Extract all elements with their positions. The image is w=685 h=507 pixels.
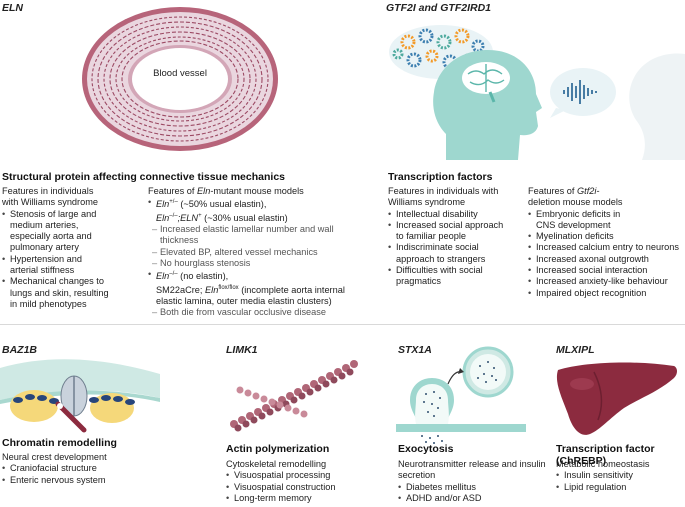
sub-item: Elevated BP, altered vessel mechanics [148,247,368,259]
limk-subtitle: Cytoskeletal remodelling [226,459,327,469]
list-item: Increased axonal outgrowth [528,254,683,266]
speech-bubble [550,68,616,116]
sound-wave-icon [563,80,597,104]
gtf-mouse-features: Features of Gtf2i-deletion mouse models … [528,186,683,299]
gtf-human-title: Features in individuals with Williams sy… [388,186,499,208]
blood-vessel-label: Blood vessel [153,68,207,79]
section-divider [0,324,685,325]
eln-mouse-features: Features of Eln-mutant mouse models Eln+… [148,186,368,319]
list-item: Myelination deficits [528,231,683,243]
list-item: Increased social approach to familiar pe… [388,220,513,243]
eln-human-features: Features in individuals with Williams sy… [2,186,112,310]
stx-subtitle: Neurotransmitter release and insulin sec… [398,459,546,481]
gtf-human-features: Features in individuals with Williams sy… [388,186,513,288]
list-item: Indiscriminate social approach to strang… [388,242,513,265]
list-item: Eln+/– (~50% usual elastin), Eln–/–;ELN+… [148,197,368,224]
list-item: Difficulties with social pragmatics [388,265,513,288]
head-illustration [386,14,685,160]
limk-heading: Actin polymerization [226,443,330,455]
list-item: Intellectual disability [388,209,513,221]
list-item: ADHD and/or ASD [398,493,548,505]
baz-features: Neural crest development Craniofacial st… [2,452,162,486]
list-item: Increased calcium entry to neurons [528,242,683,254]
eln-human-title: Features in individuals with Williams sy… [2,186,98,208]
mlx-features: Metabolic homeostasis Insulin sensitivit… [556,459,684,493]
list-item: Long-term memory [226,493,376,505]
chromatin-illustration [0,354,170,434]
list-item: Increased social interaction [528,265,683,277]
sub-item: Both die from vascular occlusive disease [148,307,368,319]
list-item: Mechanical changes to lungs and skin, re… [2,276,112,310]
list-item: Impaired object recognition [528,288,683,300]
stx1a-gene-label: STX1A [398,344,432,356]
list-item: Craniofacial structure [2,463,162,475]
list-item: Increased anxiety-like behaviour [528,276,683,288]
list-item: Lipid regulation [556,482,684,494]
blood-vessel-illustration [80,4,280,154]
sub-item: Increased elastic lamellar number and wa… [148,224,368,247]
list-item: Enteric nervous system [2,475,162,487]
stx-features: Neurotransmitter release and insulin sec… [398,459,548,504]
list-item: Embryonic deficits in CNS development [528,209,631,232]
head-silhouette [433,50,542,160]
list-item: Hypertension and arterial stiffness [2,254,112,277]
stx-heading: Exocytosis [398,443,454,455]
list-item: Visuospatial construction [226,482,376,494]
baz-heading: Chromatin remodelling [2,437,117,449]
list-item: Stenosis of large and medium arteries, e… [2,209,112,254]
limk-features: Cytoskeletal remodelling Visuospatial pr… [226,459,376,504]
listener-silhouette [629,53,685,160]
vesicle-illustration [396,346,526,446]
mlx-heading: Transcription factor (ChREBP) [556,443,655,467]
eln-mouse-title: Features of Eln-mutant mouse models [148,186,304,196]
sub-item: No hourglass stenosis [148,258,368,270]
eln-gene-label: ELN [2,2,23,14]
gtf-mouse-title: Features of Gtf2i-deletion mouse models [528,186,623,208]
gtf2i-gene-label: GTF2I and GTF2IRD1 [386,2,492,14]
actin-filament-illustration [226,350,366,440]
eln-heading: Structural protein affecting connective … [2,171,285,183]
baz1b-gene-label: BAZ1B [2,344,38,356]
brain-icon [462,62,510,103]
list-item: Eln–/– (no elastin), SM22aCre; Elnflox/f… [148,269,368,307]
limk1-gene-label: LIMK1 [226,344,258,356]
list-item: Insulin sensitivity [556,470,684,482]
list-item: Diabetes mellitus [398,482,548,494]
gtf-heading: Transcription factors [388,171,493,183]
mlxipl-gene-label: MLXIPL [556,344,595,356]
list-item: Visuospatial processing [226,470,376,482]
liver-illustration [554,358,682,438]
mlx-subtitle: Metabolic homeostasis [556,459,650,469]
baz-subtitle: Neural crest development [2,452,107,462]
